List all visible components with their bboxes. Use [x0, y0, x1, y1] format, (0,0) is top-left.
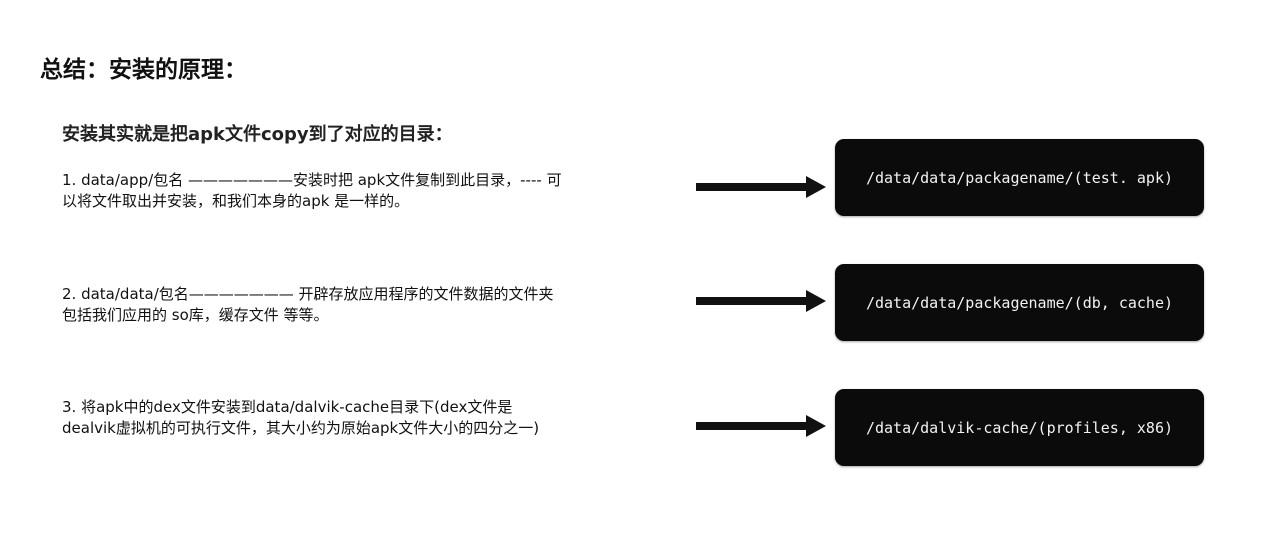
step-2-line-1: 2. data/data/包名——————— 开辟存放应用程序的文件数据的文件夹: [62, 285, 554, 303]
step-3-path-box: /data/dalvik-cache/(profiles, x86): [835, 389, 1204, 466]
right-arrow-icon: [696, 176, 826, 198]
step-3-line-2: dealvik虚拟机的可执行文件，其大小约为原始apk文件大小的四分之一): [62, 419, 540, 437]
step-2-line-2: 包括我们应用的 so库，缓存文件 等等。: [62, 306, 329, 324]
step-3-text: 3. 将apk中的dex文件安装到data/dalvik-cache目录下(de…: [62, 397, 682, 439]
step-1-path-box: /data/data/packagename/(test. apk): [835, 139, 1204, 216]
step-2-text: 2. data/data/包名——————— 开辟存放应用程序的文件数据的文件夹…: [62, 284, 682, 326]
slide-heading: 安装其实就是把apk文件copy到了对应的目录：: [62, 124, 453, 145]
step-2-path-box: /data/data/packagename/(db, cache): [835, 264, 1204, 341]
step-3-line-1: 3. 将apk中的dex文件安装到data/dalvik-cache目录下(de…: [62, 398, 513, 416]
step-1-line-2: 以将文件取出并安装，和我们本身的apk 是一样的。: [62, 192, 410, 210]
step-1-text: 1. data/app/包名 ———————安装时把 apk文件复制到此目录，-…: [62, 170, 682, 212]
right-arrow-icon: [696, 290, 826, 312]
step-1-line-1: 1. data/app/包名 ———————安装时把 apk文件复制到此目录，-…: [62, 171, 562, 189]
right-arrow-icon: [696, 415, 826, 437]
page-title: 总结：安装的原理：: [40, 57, 247, 83]
